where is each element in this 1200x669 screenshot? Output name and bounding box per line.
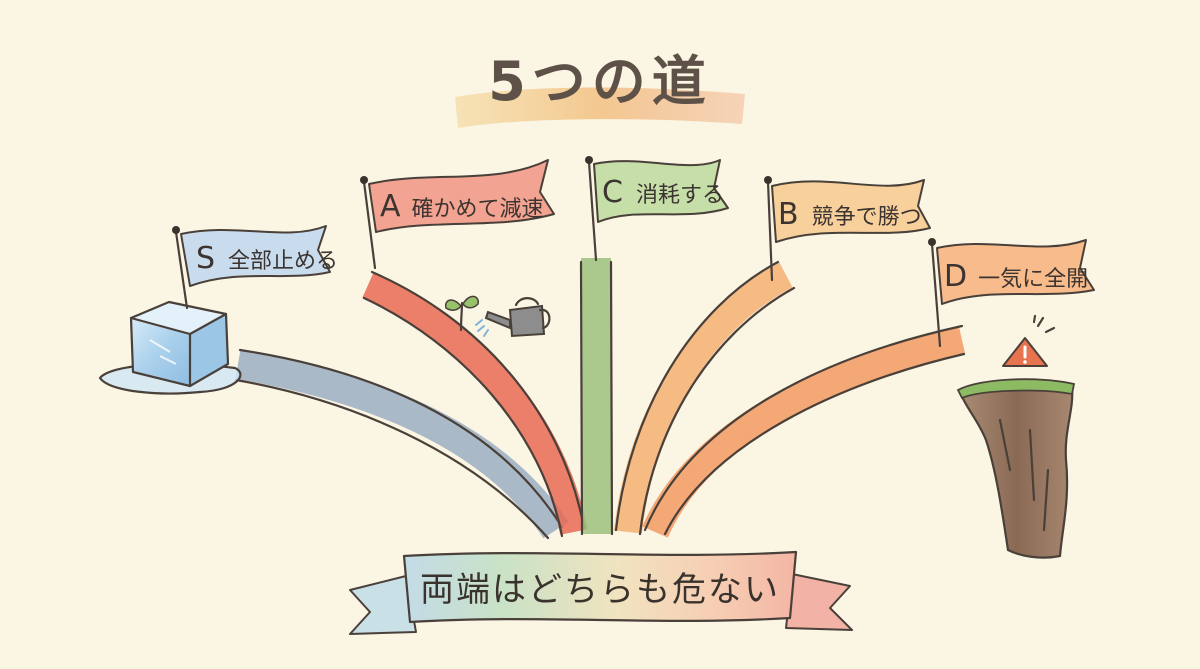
flag-d-banner (936, 239, 1095, 305)
flag-c-banner (593, 159, 729, 223)
flag-c-letter: C (602, 175, 623, 210)
title: 5つの道 (455, 50, 745, 128)
warning-triangle-icon (1002, 314, 1056, 367)
path-s (234, 348, 569, 540)
flag-a-banner (368, 159, 555, 233)
flag-d: D 一気に全開 (928, 238, 1095, 348)
flag-b-label: 競争で勝つ (812, 205, 922, 230)
flags: S 全部止める A 確かめて減速 C 消耗する (172, 156, 1095, 348)
page-title: 5つの道 (488, 50, 712, 113)
flag-b-letter: B (778, 197, 799, 232)
flag-a: A 確かめて減速 (360, 159, 555, 270)
flag-c: C 消耗する (585, 156, 729, 262)
flag-a-label: 確かめて減速 (412, 197, 544, 222)
flag-s-banner (180, 225, 331, 287)
flag-d-letter: D (944, 259, 967, 294)
sprout-icon (444, 295, 479, 332)
paths (234, 258, 966, 540)
flag-d-label: 一気に全開 (978, 267, 1088, 292)
path-d (642, 324, 966, 538)
ribbon-right-tail (785, 573, 853, 631)
svg-text:S 全部止める: S 全部止める (196, 241, 338, 276)
flag-b: B 競争で勝つ (764, 176, 931, 282)
bottom-banner-text: 両端はどちらも危ない (420, 570, 780, 610)
sprout-watering-can (444, 295, 551, 338)
flag-c-label: 消耗する (636, 183, 724, 208)
svg-text:D 一気に全開: D 一気に全開 (944, 259, 1088, 294)
flag-b-banner (771, 179, 931, 243)
watering-can-icon (475, 297, 551, 338)
path-a (362, 270, 588, 538)
flag-s-label: 全部止める (228, 249, 338, 274)
svg-text:B 競争で勝つ: B 競争で勝つ (778, 197, 922, 232)
path-c (579, 258, 614, 536)
warning-cliff (956, 314, 1076, 559)
svg-text:A 確かめて減速: A 確かめて減速 (380, 189, 544, 224)
flag-s-letter: S (196, 241, 215, 276)
flag-s: S 全部止める (172, 225, 338, 310)
bottom-ribbon: 両端はどちらも危ない (349, 550, 853, 635)
title-highlight (455, 87, 745, 128)
svg-text:C 消耗する: C 消耗する (602, 175, 724, 210)
path-b (614, 260, 796, 536)
flag-a-letter: A (380, 189, 401, 224)
ribbon-body (402, 550, 798, 624)
ice-cube-icon (98, 300, 242, 395)
cliff-icon (956, 378, 1076, 559)
